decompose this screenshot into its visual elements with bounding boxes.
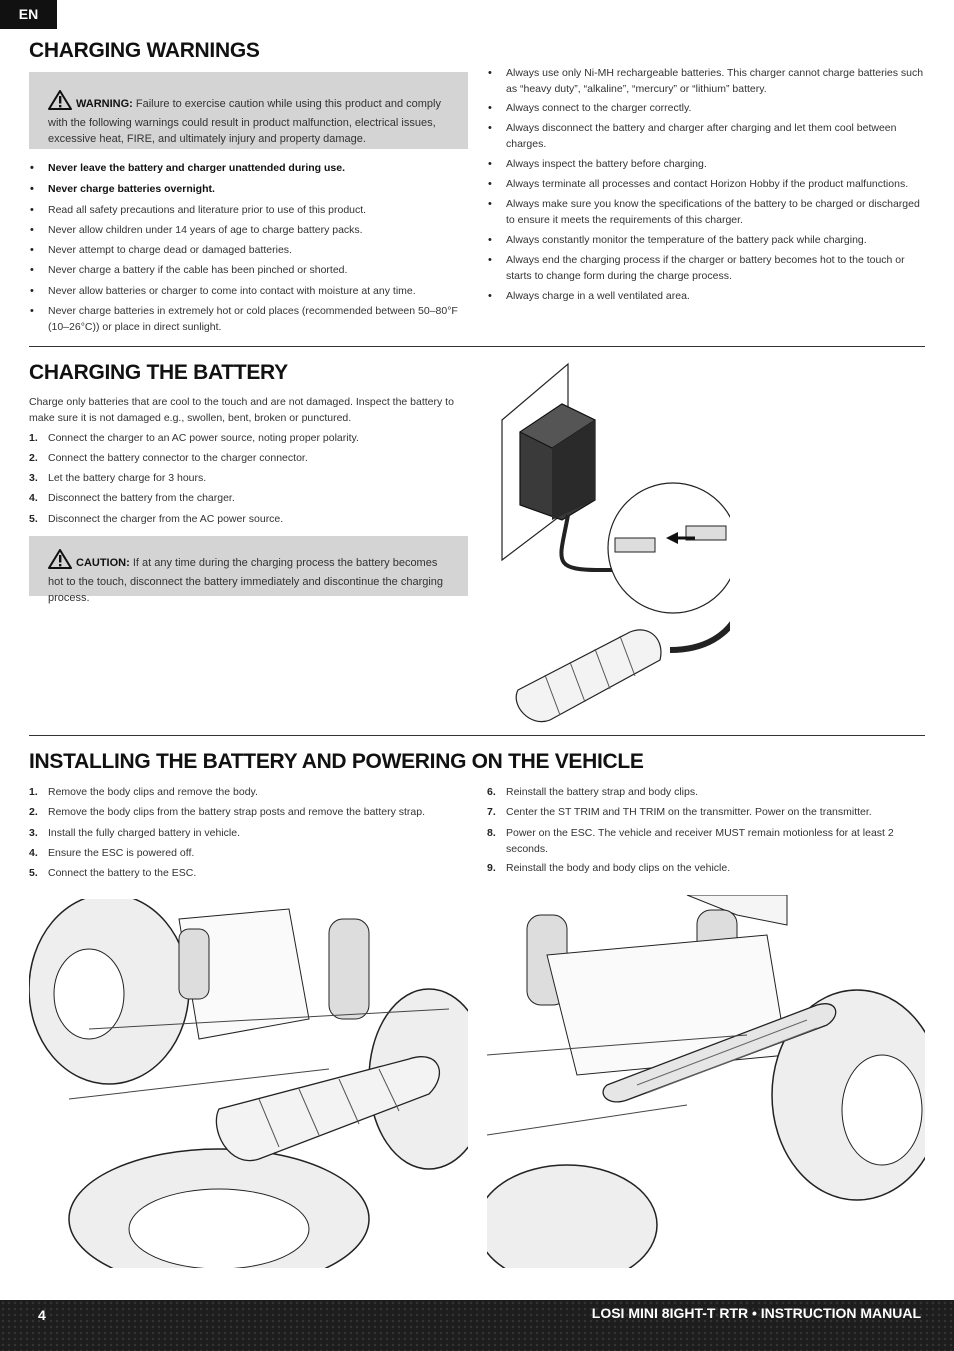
caution-text: If at any time during the charging proce… — [48, 557, 444, 604]
list-item: 2.Connect the battery connector to the c… — [29, 452, 308, 464]
warning-triangle-icon — [48, 90, 72, 115]
list-item: Always connect to the charger correctly. — [487, 100, 924, 116]
list-item: Always terminate all processes and conta… — [487, 176, 924, 192]
charger-illustration — [501, 362, 730, 723]
list-item: Always charge in a well ventilated area. — [487, 288, 924, 304]
list-item: 7.Center the ST TRIM and TH TRIM on the … — [487, 806, 872, 818]
list-item: Never allow batteries or charger to come… — [29, 283, 468, 299]
list-item: Always disconnect the battery and charge… — [487, 120, 924, 152]
list-item: 3.Install the fully charged battery in v… — [29, 827, 241, 839]
warnings-right-list: Always use only Ni-MH rechargeable batte… — [487, 65, 924, 310]
page-number: 4 — [38, 1307, 46, 1323]
language-tab: EN — [0, 0, 57, 29]
page-footer: 4 LOSI MINI 8IGHT-T RTR • INSTRUCTION MA… — [0, 1300, 954, 1351]
warning-triangle-icon — [48, 549, 72, 574]
list-item: Always inspect the battery before chargi… — [487, 156, 924, 172]
warning-text: Failure to exercise caution while using … — [48, 98, 441, 145]
section-divider — [29, 346, 925, 347]
list-item: Always end the charging process if the c… — [487, 252, 924, 284]
charging-warnings-heading: CHARGING WARNINGS — [29, 39, 260, 62]
list-item: 5.Disconnect the charger from the AC pow… — [29, 513, 284, 525]
installing-heading: INSTALLING THE BATTERY AND POWERING ON T… — [29, 750, 644, 773]
manual-title: LOSI MINI 8IGHT-T RTR • INSTRUCTION MANU… — [591, 1305, 921, 1321]
installing-steps-right: 6.Reinstall the battery strap and body c… — [487, 784, 897, 884]
caution-box: CAUTION: If at any time during the charg… — [29, 536, 468, 604]
list-item: Never charge batteries overnight. — [29, 181, 468, 197]
list-item: 6.Reinstall the battery strap and body c… — [487, 786, 699, 798]
list-item: 4.Ensure the ESC is powered off. — [29, 847, 195, 859]
charging-intro: Charge only batteries that are cool to t… — [29, 396, 454, 424]
warning-label: WARNING: — [76, 98, 133, 110]
list-item: Never attempt to charge dead or damaged … — [29, 242, 468, 258]
list-item: 3.Let the battery charge for 3 hours. — [29, 472, 207, 484]
list-item: Always constantly monitor the temperatur… — [487, 232, 924, 248]
list-item: 1.Connect the charger to an AC power sou… — [29, 432, 359, 444]
list-item: Always make sure you know the specificat… — [487, 196, 924, 228]
list-item: Read all safety precautions and literatu… — [29, 202, 468, 218]
list-item: Always use only Ni-MH rechargeable batte… — [487, 65, 924, 97]
vehicle-battery-strap-illustration — [487, 895, 925, 1268]
vehicle-battery-install-illustration — [29, 899, 468, 1268]
list-item: 2.Remove the body clips from the battery… — [29, 806, 426, 818]
warning-box: WARNING: Failure to exercise caution whi… — [29, 72, 468, 149]
list-item: 4.Disconnect the battery from the charge… — [29, 492, 235, 504]
installing-steps-left: 1.Remove the body clips and remove the b… — [29, 784, 468, 884]
list-item: Never leave the battery and charger unat… — [29, 160, 468, 176]
charging-battery-heading: CHARGING THE BATTERY — [29, 361, 288, 384]
list-item: 8.Power on the ESC. The vehicle and rece… — [487, 827, 894, 855]
caution-label: CAUTION: — [76, 557, 130, 569]
list-item: Never charge batteries in extremely hot … — [29, 303, 468, 335]
list-item: 1.Remove the body clips and remove the b… — [29, 786, 258, 798]
list-item: Never charge a battery if the cable has … — [29, 262, 468, 278]
section-divider — [29, 735, 925, 736]
list-item: 5.Connect the battery to the ESC. — [29, 867, 197, 879]
charging-steps: 1.Connect the charger to an AC power sou… — [29, 430, 468, 530]
warnings-left-list: Never leave the battery and charger unat… — [29, 160, 468, 340]
list-item: 9.Reinstall the body and body clips on t… — [487, 862, 731, 874]
list-item: Never allow children under 14 years of a… — [29, 222, 468, 238]
